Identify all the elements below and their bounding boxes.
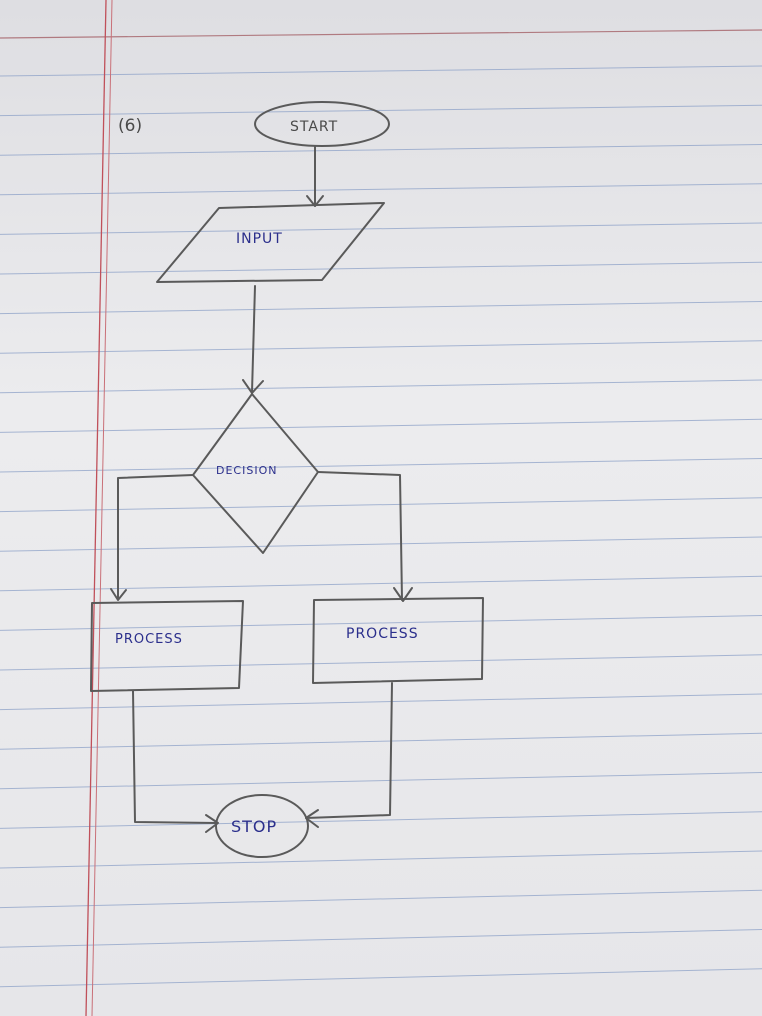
ruled-line	[0, 772, 762, 790]
ruled-line	[0, 261, 762, 275]
arrowhead-stop-left	[205, 814, 219, 833]
arrow-decision-to-right-process	[317, 471, 403, 601]
stop-terminal	[215, 794, 309, 858]
arrow-left-process-to-stop	[132, 690, 218, 824]
decision-label: DECISION	[216, 464, 277, 477]
arrow-right-process-to-stop	[305, 682, 393, 819]
margin-line-inner	[91, 0, 113, 1016]
ruled-line	[0, 615, 762, 631]
margin-line-outer	[85, 0, 107, 1016]
header-rule	[0, 29, 762, 39]
stop-label: STOP	[231, 817, 277, 836]
ruled-line	[0, 183, 762, 196]
ruled-line	[0, 811, 762, 829]
ruled-line	[0, 144, 762, 156]
ruled-line	[0, 104, 762, 117]
ruled-line	[0, 301, 762, 315]
arrowhead-left-process	[110, 588, 127, 601]
process-left-label: PROCESS	[115, 632, 183, 647]
ruled-lines	[0, 65, 762, 988]
ruled-line	[0, 379, 762, 394]
ruled-line	[0, 968, 762, 988]
decision-diamond	[192, 393, 319, 554]
ruled-line	[0, 418, 762, 433]
ruled-line	[0, 458, 762, 473]
arrow-input-to-decision	[251, 285, 256, 393]
ruled-line	[0, 850, 762, 869]
arrow-decision-to-left-process	[117, 474, 194, 599]
page-number: (6)	[118, 116, 142, 136]
input-label: INPUT	[236, 231, 283, 247]
process-left-box	[90, 600, 244, 692]
input-parallelogram	[156, 202, 385, 283]
ruled-line	[0, 654, 762, 671]
ruled-line	[0, 929, 762, 948]
start-label: START	[290, 119, 338, 135]
process-right-label: PROCESS	[346, 626, 419, 642]
start-terminal	[254, 101, 390, 147]
ruled-line	[0, 497, 762, 513]
arrowhead-right-process	[393, 587, 413, 602]
ruled-line	[0, 889, 762, 909]
ruled-line	[0, 536, 762, 552]
ruled-line	[0, 693, 762, 711]
ruled-line	[0, 575, 762, 592]
ruled-line	[0, 340, 762, 354]
process-right-box	[312, 597, 484, 684]
ruled-line	[0, 732, 762, 750]
ruled-line	[0, 65, 762, 77]
arrowhead-decision	[242, 379, 264, 394]
ruled-line	[0, 222, 762, 235]
